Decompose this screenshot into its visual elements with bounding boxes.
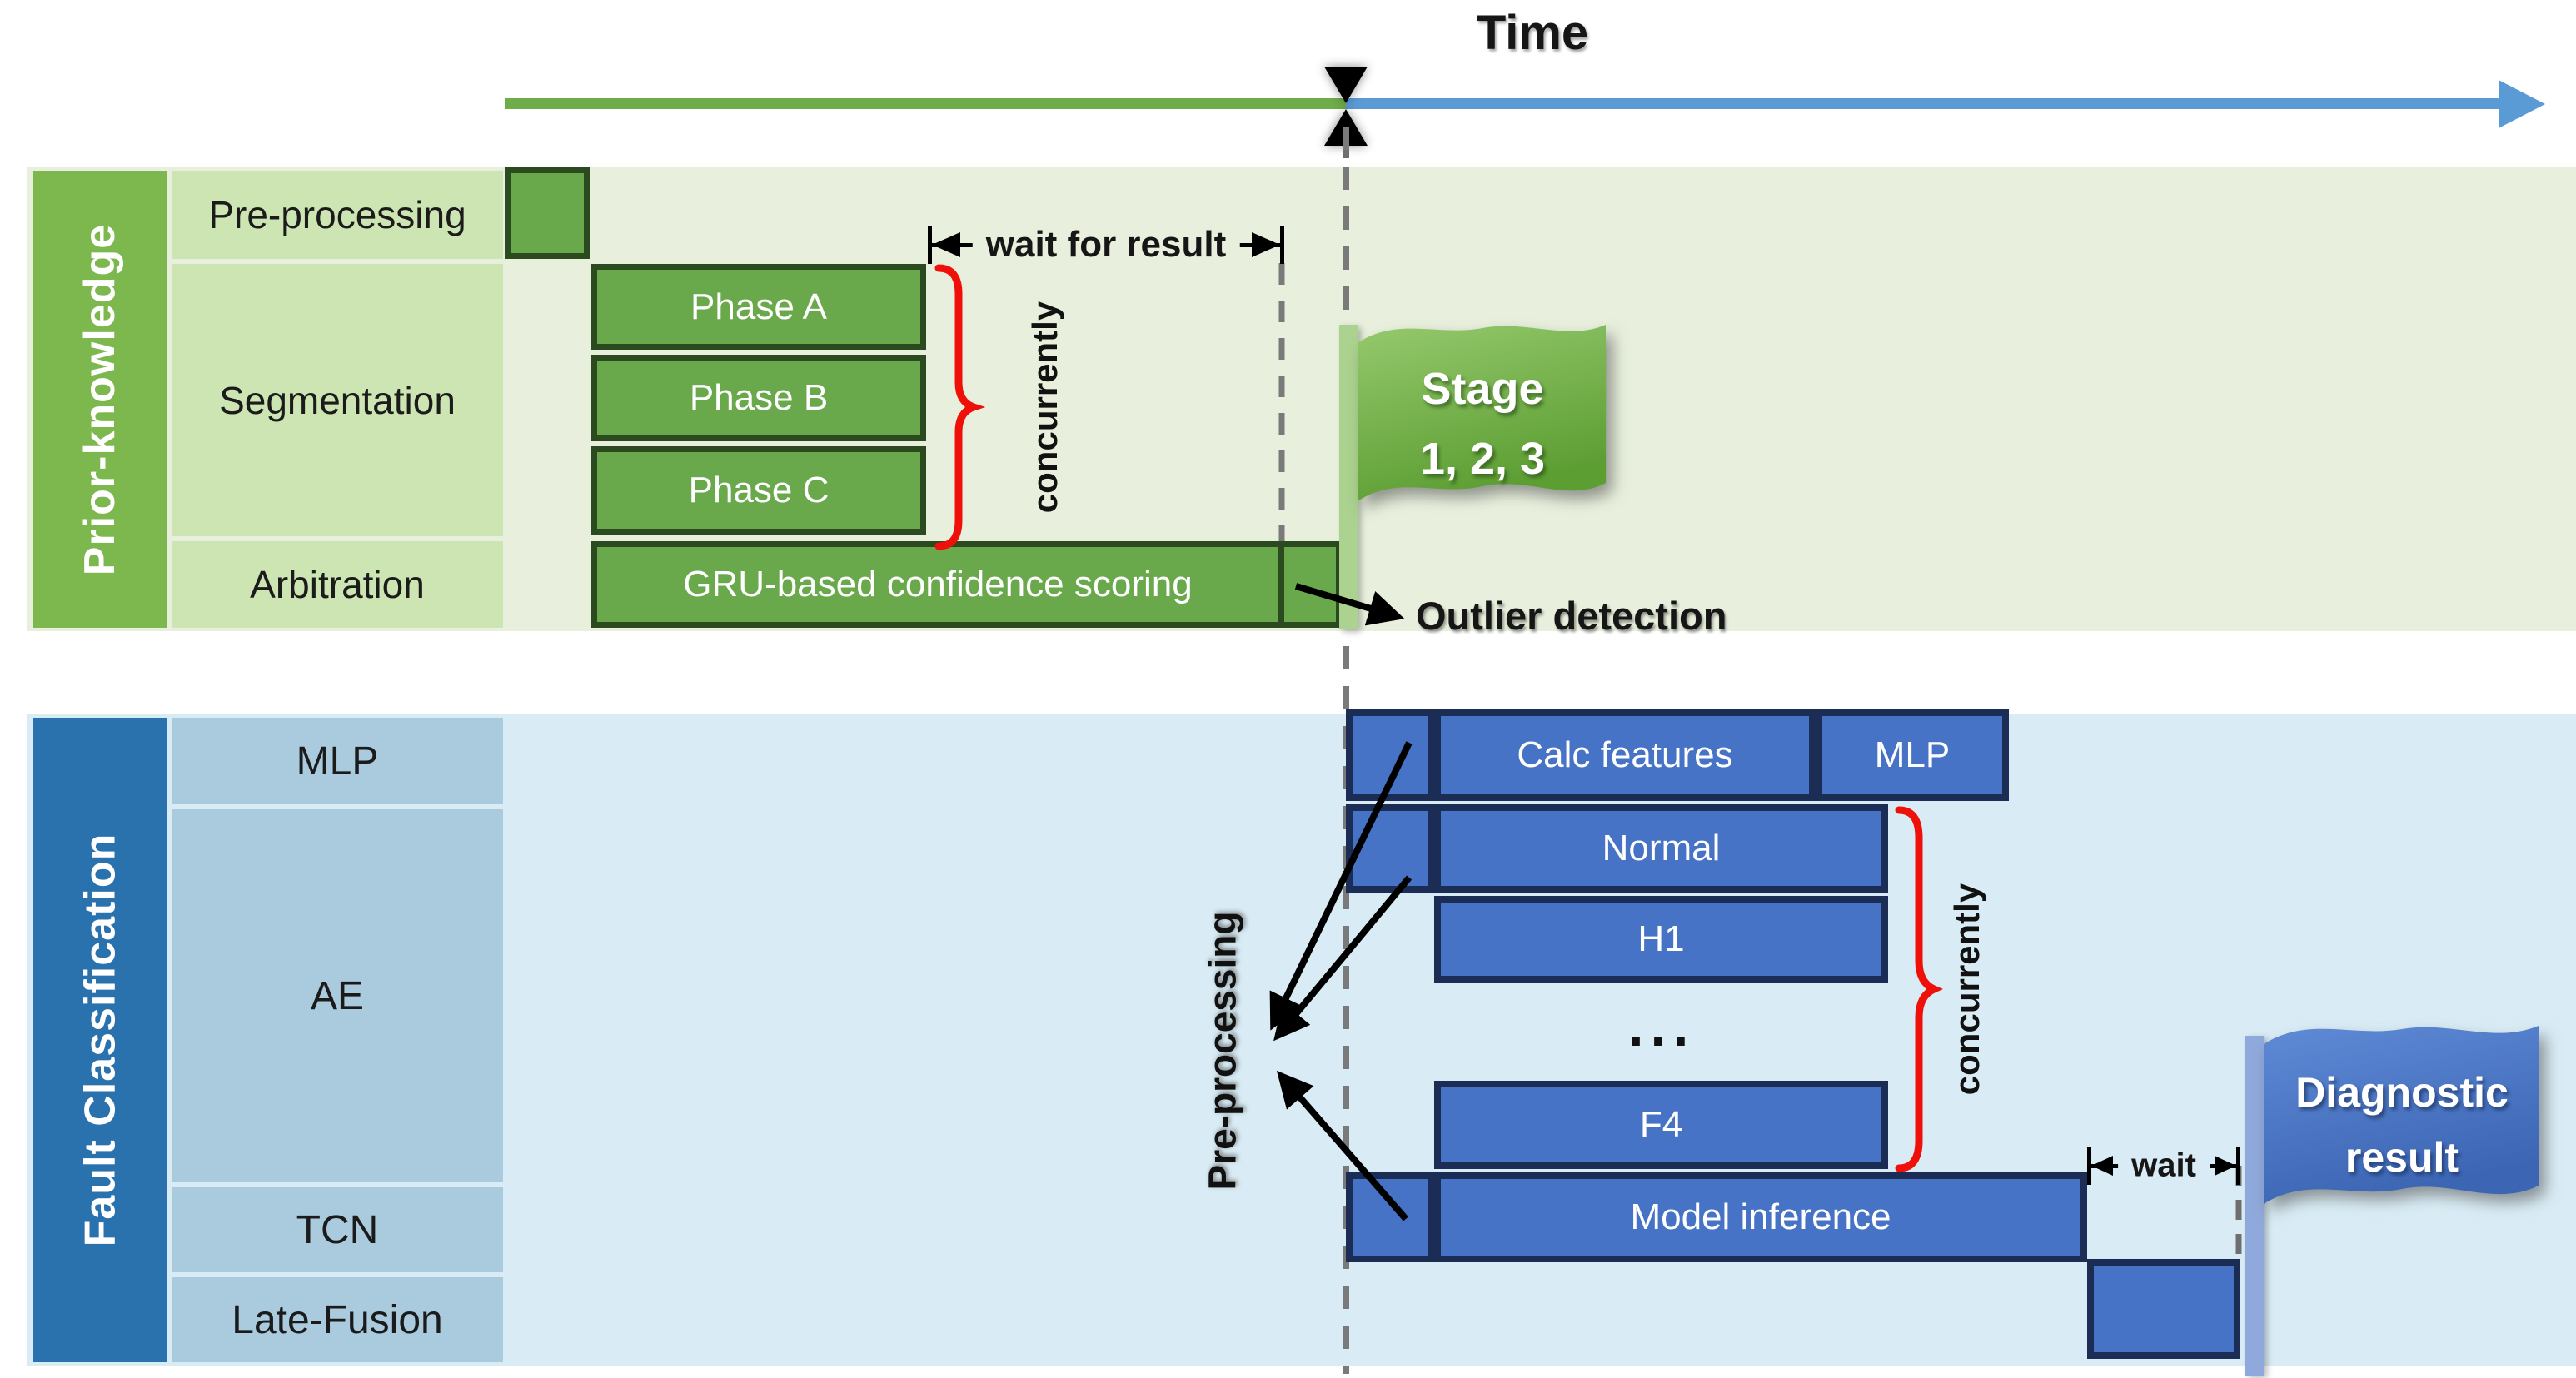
row-label-arbitration: Arbitration	[172, 541, 503, 628]
row-label-pre-processing: Pre-processing	[172, 171, 503, 259]
bar-normal: Normal	[1434, 804, 1888, 893]
stage1-concurrently-label-wrap: concurrently	[1020, 241, 1070, 574]
time-axis-title: Time	[1476, 6, 1589, 60]
now-marker-stub	[1343, 135, 1349, 158]
bar-gru-confidence-scoring: GRU-based confidence scoring	[591, 541, 1284, 628]
left-arrowhead-icon	[932, 232, 960, 257]
row-label-late-fusion: Late-Fusion	[172, 1277, 503, 1362]
timeline-past-segment	[505, 98, 1346, 109]
bar-tcn-preprocessing-segment	[1346, 1172, 1434, 1262]
preprocessing-annotation-label: Pre-processing	[1200, 911, 1243, 1191]
bar-h1: H1	[1434, 896, 1888, 983]
bar-late-fusion	[2087, 1259, 2240, 1359]
diagnostic-flag-shape-icon	[2264, 1026, 2539, 1204]
bar-gru-tail-segment	[1278, 541, 1342, 628]
now-marker-upper-triangle-icon	[1324, 67, 1368, 103]
right-arrowhead-icon	[2215, 1156, 2236, 1176]
row-label-ae: AE	[172, 809, 503, 1182]
stage-flag: Stage 1, 2, 3	[1358, 311, 1607, 553]
row-label-tcn: TCN	[172, 1187, 503, 1272]
stage2-concurrently-label-wrap: concurrently	[1942, 823, 1992, 1156]
stage-flag-shape-icon	[1358, 325, 1606, 501]
right-arrowhead-icon	[1252, 232, 1280, 257]
stage-flag-pole	[1339, 325, 1358, 629]
bar-calc-features: Calc features	[1434, 709, 1816, 801]
bar-model-inference: Model inference	[1434, 1172, 2087, 1262]
stage-flag-line1: Stage	[1421, 364, 1544, 414]
concurrently-brace-icon	[934, 264, 986, 550]
stage2-concurrently-label: concurrently	[1947, 883, 1986, 1096]
bar-phase-b: Phase B	[591, 355, 926, 441]
ellipsis-label: ...	[1627, 995, 1696, 1058]
timeline-arrowhead-icon	[2499, 80, 2545, 128]
row-label-segmentation: Segmentation	[172, 264, 503, 536]
left-tick	[928, 226, 932, 264]
preprocessing-annotation-wrap: Pre-processing	[1194, 884, 1249, 1217]
stage1-concurrently-label: concurrently	[1025, 301, 1064, 514]
wait-annotation: wait	[2087, 1147, 2240, 1185]
stage-flag-text: Stage 1, 2, 3	[1358, 355, 1607, 494]
diagnostic-flag-text: Diagnostic result	[2264, 1061, 2540, 1190]
concurrently-brace2-icon	[1895, 806, 1944, 1172]
diagnostic-flag-line2: result	[2344, 1133, 2459, 1181]
bar-ae-preprocessing-segment	[1346, 804, 1434, 893]
timeline-future-segment	[1346, 98, 2500, 109]
fault-classification-sidebar-label: Fault Classification	[76, 833, 125, 1247]
bar-mlp: MLP	[1816, 709, 2009, 801]
bar-f4: F4	[1434, 1081, 1888, 1169]
left-arrowhead-icon	[2091, 1156, 2113, 1176]
diagnostic-flag-line1: Diagnostic	[2295, 1069, 2509, 1116]
outlier-detection-label: Outlier detection	[1416, 594, 1727, 638]
row-label-mlp: MLP	[172, 718, 503, 804]
wait-label: wait	[2118, 1147, 2210, 1185]
prior-knowledge-sidebar-label: Prior-knowledge	[76, 223, 124, 575]
right-tick	[1280, 226, 1284, 264]
bar-phase-c: Phase C	[591, 446, 926, 535]
bar-mlp-preprocessing-segment	[1346, 709, 1434, 801]
wait-for-result-label: wait for result	[972, 224, 1240, 266]
fault-classification-sidebar: Fault Classification	[33, 718, 167, 1362]
stage-flag-line2: 1, 2, 3	[1419, 433, 1546, 484]
bar-preprocessing-task	[505, 167, 590, 259]
prior-knowledge-sidebar: Prior-knowledge	[33, 171, 167, 628]
right-tick	[2236, 1147, 2240, 1185]
left-tick	[2087, 1147, 2091, 1185]
wait-for-result-annotation: wait for result	[928, 224, 1284, 266]
diagnostic-flag-pole	[2245, 1036, 2264, 1376]
bar-phase-a: Phase A	[591, 264, 926, 350]
diagnostic-flag: Diagnostic result	[2264, 1011, 2540, 1254]
